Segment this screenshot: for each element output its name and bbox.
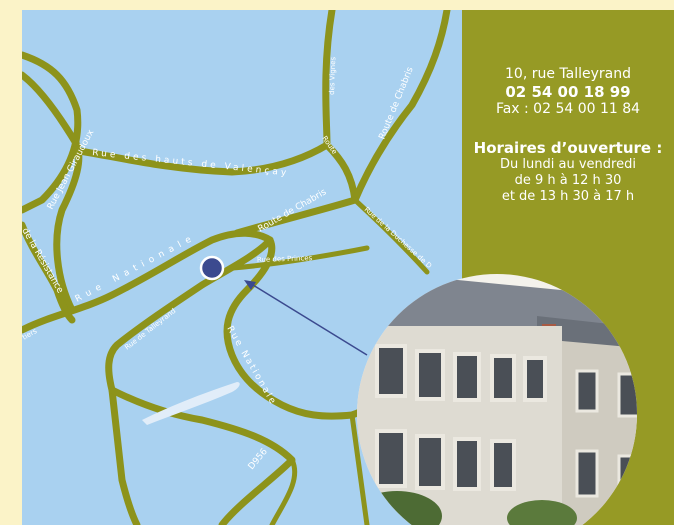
pond-shape xyxy=(142,382,240,425)
location-pin-icon[interactable] xyxy=(199,255,225,281)
road-talleyrand xyxy=(105,236,274,525)
road-route-chabris-top xyxy=(351,10,451,204)
phone-number[interactable]: 02 54 00 18 99 xyxy=(505,83,631,101)
street-label-rue-nationale-south: Rue Nationale xyxy=(224,325,277,407)
building-photo-svg xyxy=(357,274,637,525)
street-label-vignes: des Vignes xyxy=(328,56,337,95)
road-route-descent xyxy=(323,141,359,204)
street-map-svg: Rue Jean Giraudoux Rue des hauts de Vale… xyxy=(22,10,451,525)
building-photo xyxy=(357,256,674,525)
hours-afternoon: et de 13 h 30 à 17 h xyxy=(501,189,635,204)
road-princes xyxy=(229,245,370,271)
street-label-hauts-valencay: Rue des hauts de Valençay xyxy=(92,148,288,178)
road-d956 xyxy=(108,386,296,525)
fax-number: Fax : 02 54 00 11 84 xyxy=(495,101,641,117)
road-bottom-right xyxy=(349,412,370,525)
street-label-rue-nationale-west: Rue Nationale xyxy=(74,235,194,305)
road-bottom-branch xyxy=(269,457,298,525)
hours-morning: de 9 h à 12 h 30 xyxy=(514,173,622,188)
street-label-d956: D956 xyxy=(247,447,270,472)
road-giraudoux xyxy=(22,71,83,314)
hours-days: Du lundi au vendredi xyxy=(500,157,636,172)
pointer-arrowhead xyxy=(244,280,256,290)
street-label-princes: Rue des Princes xyxy=(257,254,313,264)
street-label-talleyrand: Rue de Talleyrand xyxy=(123,307,177,352)
address-text: 10, rue Talleyrand xyxy=(505,66,631,82)
road-duchesse xyxy=(352,197,430,275)
road-route-chabris-mid xyxy=(233,196,359,237)
town-map: Rue Jean Giraudoux Rue des hauts de Vale… xyxy=(22,10,462,525)
road-top-left xyxy=(22,51,82,214)
road-hauts-valencay xyxy=(70,10,336,176)
opening-hours-title: Horaires d’ouverture : xyxy=(473,139,663,157)
pointer-arrow-line xyxy=(247,281,368,356)
